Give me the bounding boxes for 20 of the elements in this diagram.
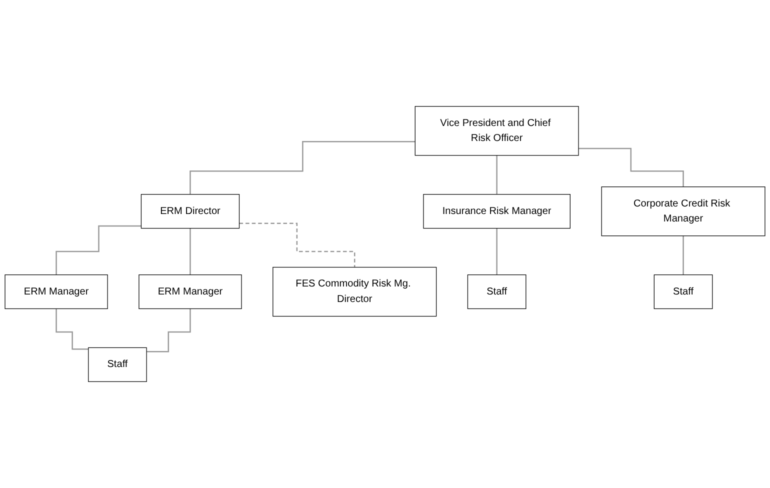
connector: [682, 235, 684, 276]
node-box: Staff: [654, 274, 713, 310]
connector: [239, 222, 356, 268]
node-box: Staff: [88, 347, 147, 382]
node-box: FES Commodity Risk Mg. Director: [272, 266, 437, 317]
connector: [190, 140, 416, 195]
node-box: Vice President and Chief Risk Officer: [414, 106, 579, 156]
node-box: Corporate Credit Risk Manager: [601, 186, 766, 236]
node-box: ERM Manager: [138, 274, 242, 310]
node-box: Insurance Risk Manager: [423, 194, 570, 229]
connector: [190, 228, 191, 276]
node-box: ERM Manager: [4, 274, 108, 310]
connector: [578, 148, 684, 188]
node-box: Staff: [467, 274, 526, 310]
connector: [56, 225, 142, 276]
connector: [146, 308, 191, 352]
connector: [496, 228, 498, 276]
connector: [496, 154, 498, 195]
node-box: ERM Director: [140, 194, 240, 229]
connector: [56, 308, 88, 350]
